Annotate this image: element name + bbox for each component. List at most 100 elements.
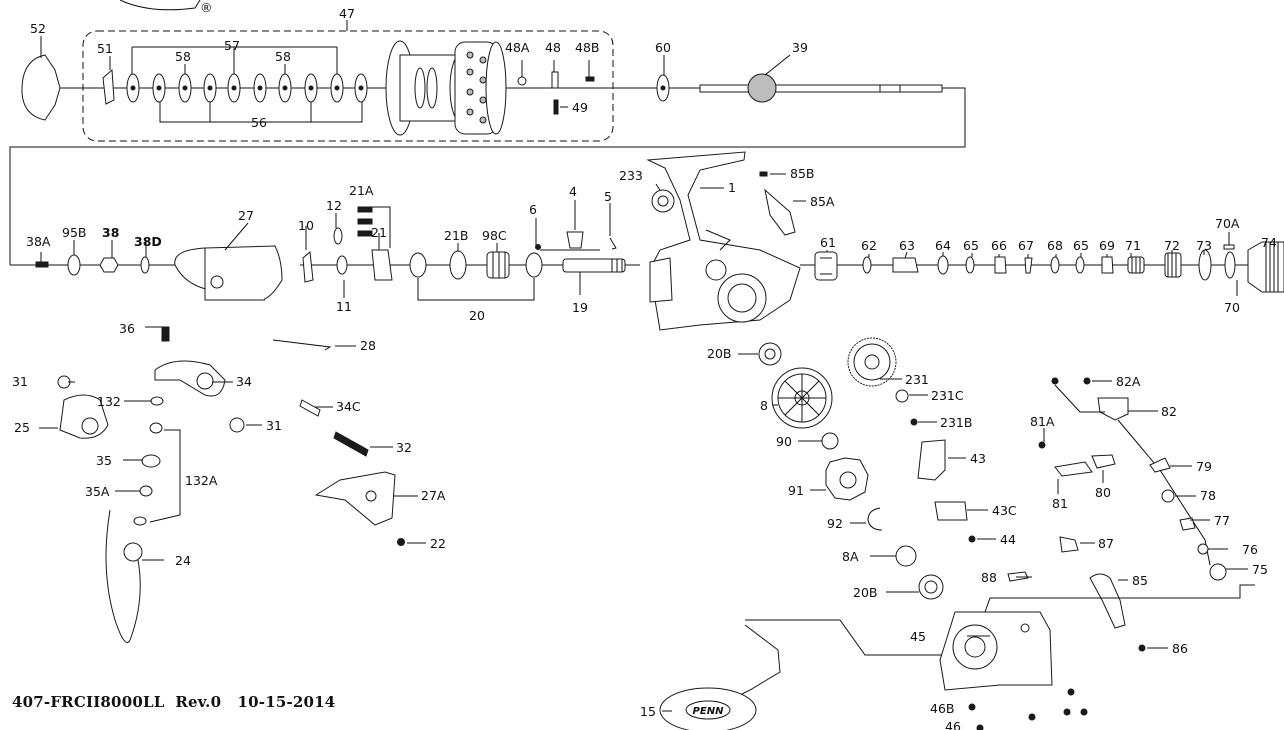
- callout-78: 78: [1200, 488, 1216, 503]
- callout-56: 56: [251, 115, 267, 130]
- part-34c: [299, 399, 321, 417]
- part-48: [551, 71, 559, 89]
- part-38-nut: [99, 257, 119, 273]
- callout-35: 35: [96, 453, 112, 468]
- clip-part: [102, 68, 115, 105]
- callout-80: 80: [1095, 485, 1111, 500]
- part-10: [302, 251, 314, 283]
- document-footer: 407-FRCII8000LL Rev.0 10-15-2014: [12, 693, 335, 711]
- callout-39: 39: [792, 40, 808, 55]
- part-68: [1050, 256, 1060, 274]
- footer-date: 10-15-2014: [237, 693, 336, 711]
- bracket-132a: [149, 429, 181, 523]
- callout-77: 77: [1214, 513, 1230, 528]
- part-85b: [759, 171, 768, 177]
- callout-90: 90: [776, 434, 792, 449]
- part-87: [1059, 536, 1079, 553]
- drag-washers: [126, 73, 368, 103]
- callout-45: 45: [910, 629, 926, 644]
- part-71: [1127, 256, 1145, 274]
- callout-4: 4: [569, 184, 577, 199]
- part-46b: [968, 703, 976, 711]
- part-28: [272, 339, 332, 351]
- spool-part: [385, 40, 507, 136]
- footer-model: 407-FRCII8000LL: [12, 693, 165, 711]
- callout-68: 68: [1047, 238, 1063, 253]
- callout-31-right: 31: [266, 418, 282, 433]
- part-70: [1224, 251, 1236, 279]
- callout-27a: 27A: [421, 488, 446, 503]
- callout-35a: 35A: [85, 484, 110, 499]
- callout-11: 11: [336, 299, 352, 314]
- callout-231c: 231C: [931, 388, 964, 403]
- part-82: [1097, 397, 1129, 421]
- link-75: [1117, 419, 1211, 566]
- callout-81: 81: [1052, 496, 1068, 511]
- callout-69: 69: [1099, 238, 1115, 253]
- part-62: [862, 256, 872, 274]
- callout-27: 27: [238, 208, 254, 223]
- callout-6: 6: [529, 202, 537, 217]
- callout-92: 92: [827, 516, 843, 531]
- part-65: [965, 256, 975, 274]
- callout-64: 64: [935, 238, 951, 253]
- callout-48b: 48B: [575, 40, 599, 55]
- part-38d: [140, 256, 150, 274]
- callout-82a: 82A: [1116, 374, 1141, 389]
- part-6: [535, 244, 541, 250]
- part-81a: [1038, 441, 1046, 449]
- leader-lines: [39, 20, 1248, 712]
- callout-74: 74: [1261, 235, 1277, 250]
- callout-1: 1: [728, 180, 736, 195]
- part-21b: [449, 250, 467, 280]
- callout-34c: 34C: [336, 399, 361, 414]
- part-43: [917, 439, 946, 481]
- part-48b: [585, 76, 595, 82]
- part-79: [1149, 457, 1171, 473]
- pinion-part: [562, 258, 626, 273]
- part-38a: [35, 261, 49, 268]
- part-95b: [67, 254, 81, 276]
- part-8-main-gear: [771, 367, 833, 429]
- callout-73: 73: [1196, 238, 1212, 253]
- callout-85b: 85B: [790, 166, 814, 181]
- callout-38: 38: [102, 225, 119, 240]
- callout-65-b: 65: [1073, 238, 1089, 253]
- part-35a: [139, 485, 153, 497]
- leader-cover-bracket: [984, 584, 1255, 613]
- part-132: [150, 396, 164, 406]
- callout-5: 5: [604, 189, 612, 204]
- part-20-left-bearing: [409, 252, 427, 278]
- part-24: [123, 542, 143, 562]
- callout-20b-lower: 20B: [853, 585, 877, 600]
- callout-231b: 231B: [940, 415, 972, 430]
- part-31-right: [229, 417, 245, 433]
- part-82a-right: [1083, 377, 1091, 385]
- penn-logo-text: PENN: [693, 706, 725, 717]
- callout-62: 62: [861, 238, 877, 253]
- callout-231: 231: [905, 372, 929, 387]
- callout-60: 60: [655, 40, 671, 55]
- part-5: [609, 237, 617, 250]
- part-75: [1209, 563, 1227, 581]
- callout-28: 28: [360, 338, 376, 353]
- callout-82: 82: [1161, 404, 1177, 419]
- part-20-right-bearing: [525, 252, 543, 278]
- callout-85: 85: [1132, 573, 1148, 588]
- callout-65: 65: [963, 238, 979, 253]
- callout-12: 12: [326, 198, 342, 213]
- callout-70a: 70A: [1215, 216, 1240, 231]
- bracket-20: [417, 278, 535, 301]
- callout-10: 10: [298, 218, 314, 233]
- rotor-part: [174, 245, 283, 301]
- callout-20: 20: [469, 308, 485, 323]
- callout-91: 91: [788, 483, 804, 498]
- leader-handle: [745, 619, 942, 656]
- callout-86: 86: [1172, 641, 1188, 656]
- part-98c: [486, 251, 510, 279]
- part-34-arm: [154, 360, 226, 397]
- main-shaft-part: [699, 73, 943, 103]
- callout-21b: 21B: [444, 228, 468, 243]
- callout-81a: 81A: [1030, 414, 1055, 429]
